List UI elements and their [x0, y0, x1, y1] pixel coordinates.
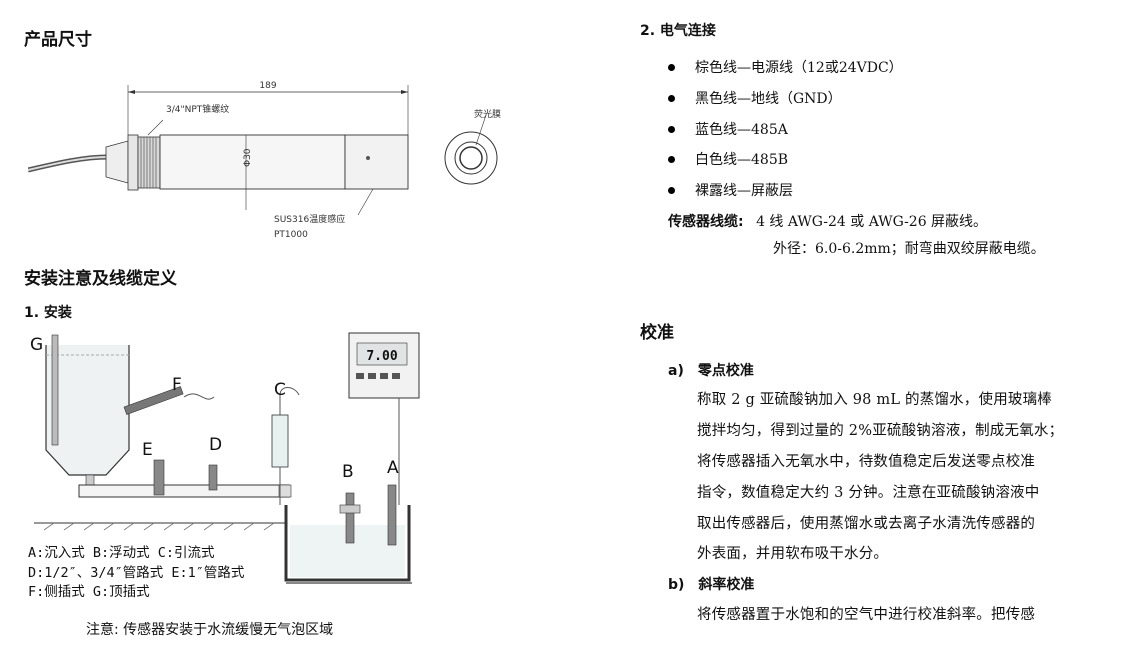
- sensor-label-1: SUS316温度感应: [274, 213, 345, 225]
- legend-line-3: F:侧插式 G:顶插式: [28, 584, 150, 600]
- length-dimension: 189: [259, 81, 276, 91]
- product-dimension-drawing: 189 Φ30 3/4"NPT锥螺纹 SUS316温度感应 PT1000 荧光膜: [28, 81, 501, 240]
- install-note: 注意: 传感器安装于水流缓慢无气泡区域: [86, 622, 334, 638]
- diameter-label: Φ30: [243, 148, 253, 167]
- installation-diagram: 7.00 G F E D C B A: [30, 332, 420, 584]
- cable-label: 传感器线缆:: [668, 214, 744, 230]
- thread-label: 3/4"NPT锥螺纹: [166, 103, 229, 115]
- label-b: B: [342, 462, 354, 482]
- wire-item: 黑色线—地线（GND）: [668, 88, 842, 108]
- electrical-title: 2. 电气连接: [640, 23, 716, 39]
- zero-line: 搅拌均匀，得到过量的 2%亚硫酸钠溶液，制成无氧水；: [697, 423, 1064, 439]
- install-section-title: 安装注意及线缆定义: [24, 269, 177, 289]
- bullet-icon: [668, 186, 675, 194]
- label-c: C: [274, 380, 286, 400]
- wire-item: 蓝色线—485A: [668, 119, 788, 139]
- bullet-icon: [668, 125, 675, 133]
- wire-item: 白色线—485B: [668, 149, 788, 169]
- sensor-label-2: PT1000: [274, 230, 308, 240]
- bullet-icon: [668, 155, 675, 163]
- bullet-icon: [668, 94, 675, 102]
- label-g: G: [30, 335, 43, 355]
- label-e: E: [142, 440, 153, 460]
- install-sub-title: 1. 安装: [24, 305, 72, 321]
- zero-line: 将传感器插入无氧水中，待数值稳定后发送零点校准: [697, 454, 1036, 470]
- label-f: F: [172, 375, 182, 395]
- wire-item: 裸露线—屏蔽层: [668, 180, 793, 200]
- label-d: D: [209, 435, 222, 455]
- cable-spec: 传感器线缆: 4 线 AWG-24 或 AWG-26 屏蔽线。: [668, 211, 987, 231]
- legend-line-2: D:1/2″、3/4″管路式 E:1″管路式: [28, 565, 245, 581]
- zero-line: 外表面，并用软布吸干水分。: [697, 546, 889, 562]
- zero-line: 指令，数值稳定大约 3 分钟。注意在亚硫酸钠溶液中: [697, 485, 1040, 501]
- zero-line: 取出传感器后，使用蒸馏水或去离子水清洗传感器的: [697, 516, 1036, 532]
- zero-line: 称取 2 g 亚硫酸钠加入 98 mL 的蒸馏水，使用玻璃棒: [697, 392, 1052, 408]
- membrane-label: 荧光膜: [474, 108, 501, 120]
- legend-line-1: A:沉入式 B:浮动式 C:引流式: [28, 545, 215, 561]
- cable-text-2: 外径：6.0-6.2mm；耐弯曲双绞屏蔽电缆。: [773, 241, 1045, 257]
- calibration-title: 校准: [640, 323, 674, 343]
- cable-text: 4 线 AWG-24 或 AWG-26 屏蔽线。: [756, 214, 988, 230]
- bullet-icon: [668, 63, 675, 71]
- slope-calibration-title: b)斜率校准: [668, 577, 755, 593]
- label-a: A: [387, 458, 399, 478]
- product-size-title: 产品尺寸: [24, 30, 92, 50]
- meter-display: 7.00: [366, 349, 397, 364]
- wire-item: 棕色线—电源线（12或24VDC）: [668, 57, 903, 77]
- zero-calibration-title: a)零点校准: [668, 363, 754, 379]
- slope-line: 将传感器置于水饱和的空气中进行校准斜率。把传感: [697, 607, 1036, 623]
